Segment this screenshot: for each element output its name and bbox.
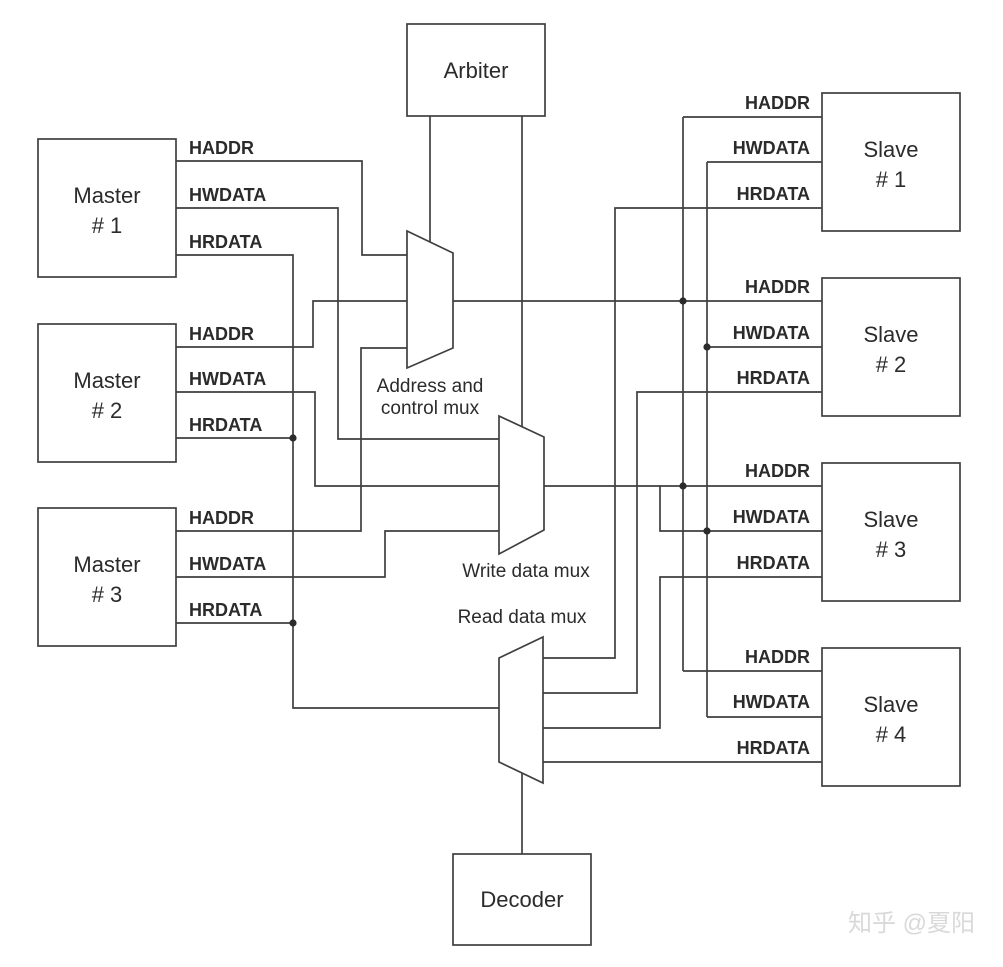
wires — [176, 116, 822, 854]
slave-2-box — [821, 277, 961, 417]
s1-hwdata-label: HWDATA — [733, 138, 810, 158]
s3-haddr-label: HADDR — [745, 461, 810, 481]
wire-s3-hrdata — [543, 576, 822, 729]
address-mux-label-line1: Address and — [377, 376, 484, 397]
arbiter-label: Arbiter — [444, 58, 509, 83]
master-3-name: Master — [73, 552, 140, 577]
junction-dot-s2-haddr — [679, 297, 687, 305]
master-3-number: # 3 — [92, 582, 123, 607]
m1-haddr-label: HADDR — [189, 138, 254, 158]
wire-m1-haddr — [176, 160, 407, 256]
master-1-number: # 1 — [92, 213, 123, 238]
wire-m2-hwdata — [176, 391, 499, 487]
address-mux-label-line2: control mux — [381, 398, 480, 419]
s1-haddr-label: HADDR — [745, 93, 810, 113]
slave-signal-labels: HADDR HWDATA HRDATA HADDR HWDATA HRDATA … — [733, 93, 810, 758]
wire-hwdata-bus — [544, 485, 822, 532]
wire-m1-hwdata — [176, 207, 499, 440]
address-control-mux-shape — [406, 229, 454, 370]
watermark-text: 知乎 @夏阳 — [848, 910, 975, 937]
junction-dot-s3-haddr — [679, 482, 687, 490]
read-data-mux-label: Read data mux — [458, 607, 587, 628]
slave-4-name: Slave — [863, 692, 918, 717]
decoder-label: Decoder — [480, 887, 563, 912]
s2-hrdata-label: HRDATA — [737, 368, 810, 388]
decoder-box — [452, 853, 592, 946]
s1-hrdata-label: HRDATA — [737, 184, 810, 204]
write-data-mux-shape — [498, 414, 545, 556]
wire-m2-haddr — [176, 300, 407, 348]
wire-m3-hwdata — [176, 530, 499, 578]
s3-hrdata-label: HRDATA — [737, 553, 810, 573]
s4-hrdata-label: HRDATA — [737, 738, 810, 758]
m2-haddr-label: HADDR — [189, 324, 254, 344]
m1-hrdata-label: HRDATA — [189, 232, 262, 252]
junction-dot-s2-hwdata — [703, 343, 711, 351]
s4-haddr-label: HADDR — [745, 647, 810, 667]
slave-4-box — [821, 647, 961, 787]
read-data-mux-shape — [498, 635, 544, 785]
wire-m1-hrdata-trunk — [176, 254, 499, 709]
slave-2-name: Slave — [863, 322, 918, 347]
wire-s2-hrdata — [543, 391, 822, 694]
junction-dots — [289, 297, 711, 627]
slave-4-number: # 4 — [876, 722, 907, 747]
m3-hwdata-label: HWDATA — [189, 554, 266, 574]
blocks — [37, 23, 961, 946]
m3-haddr-label: HADDR — [189, 508, 254, 528]
block-labels: Arbiter Decoder Master # 1 Master # 2 Ma… — [73, 58, 918, 912]
s3-hwdata-label: HWDATA — [733, 507, 810, 527]
master-1-box — [37, 138, 177, 278]
master-2-name: Master — [73, 368, 140, 393]
master-3-box — [37, 507, 177, 647]
s2-hwdata-label: HWDATA — [733, 323, 810, 343]
master-1-name: Master — [73, 183, 140, 208]
write-data-mux-label: Write data mux — [462, 561, 590, 582]
m2-hrdata-label: HRDATA — [189, 415, 262, 435]
junction-dot-m2-hrdata — [289, 434, 297, 442]
wire-m3-haddr — [176, 347, 407, 532]
s2-haddr-label: HADDR — [745, 277, 810, 297]
slave-1-number: # 1 — [876, 167, 907, 192]
m2-hwdata-label: HWDATA — [189, 369, 266, 389]
junction-dot-m3-hrdata — [289, 619, 297, 627]
master-signal-labels: HADDR HWDATA HRDATA HADDR HWDATA HRDATA … — [189, 138, 266, 620]
m3-hrdata-label: HRDATA — [189, 600, 262, 620]
slave-2-number: # 2 — [876, 352, 907, 377]
slave-1-name: Slave — [863, 137, 918, 162]
slave-3-box — [821, 462, 961, 602]
master-2-box — [37, 323, 177, 463]
m1-hwdata-label: HWDATA — [189, 185, 266, 205]
slave-3-number: # 3 — [876, 537, 907, 562]
slave-3-name: Slave — [863, 507, 918, 532]
master-2-number: # 2 — [92, 398, 123, 423]
arbiter-box — [406, 23, 546, 117]
s4-hwdata-label: HWDATA — [733, 692, 810, 712]
slave-1-box — [821, 92, 961, 232]
wire-s1-hrdata — [543, 207, 822, 659]
muxes — [406, 229, 545, 785]
mux-labels: Address and control mux Write data mux R… — [377, 376, 591, 628]
junction-dot-s3-hwdata — [703, 527, 711, 535]
